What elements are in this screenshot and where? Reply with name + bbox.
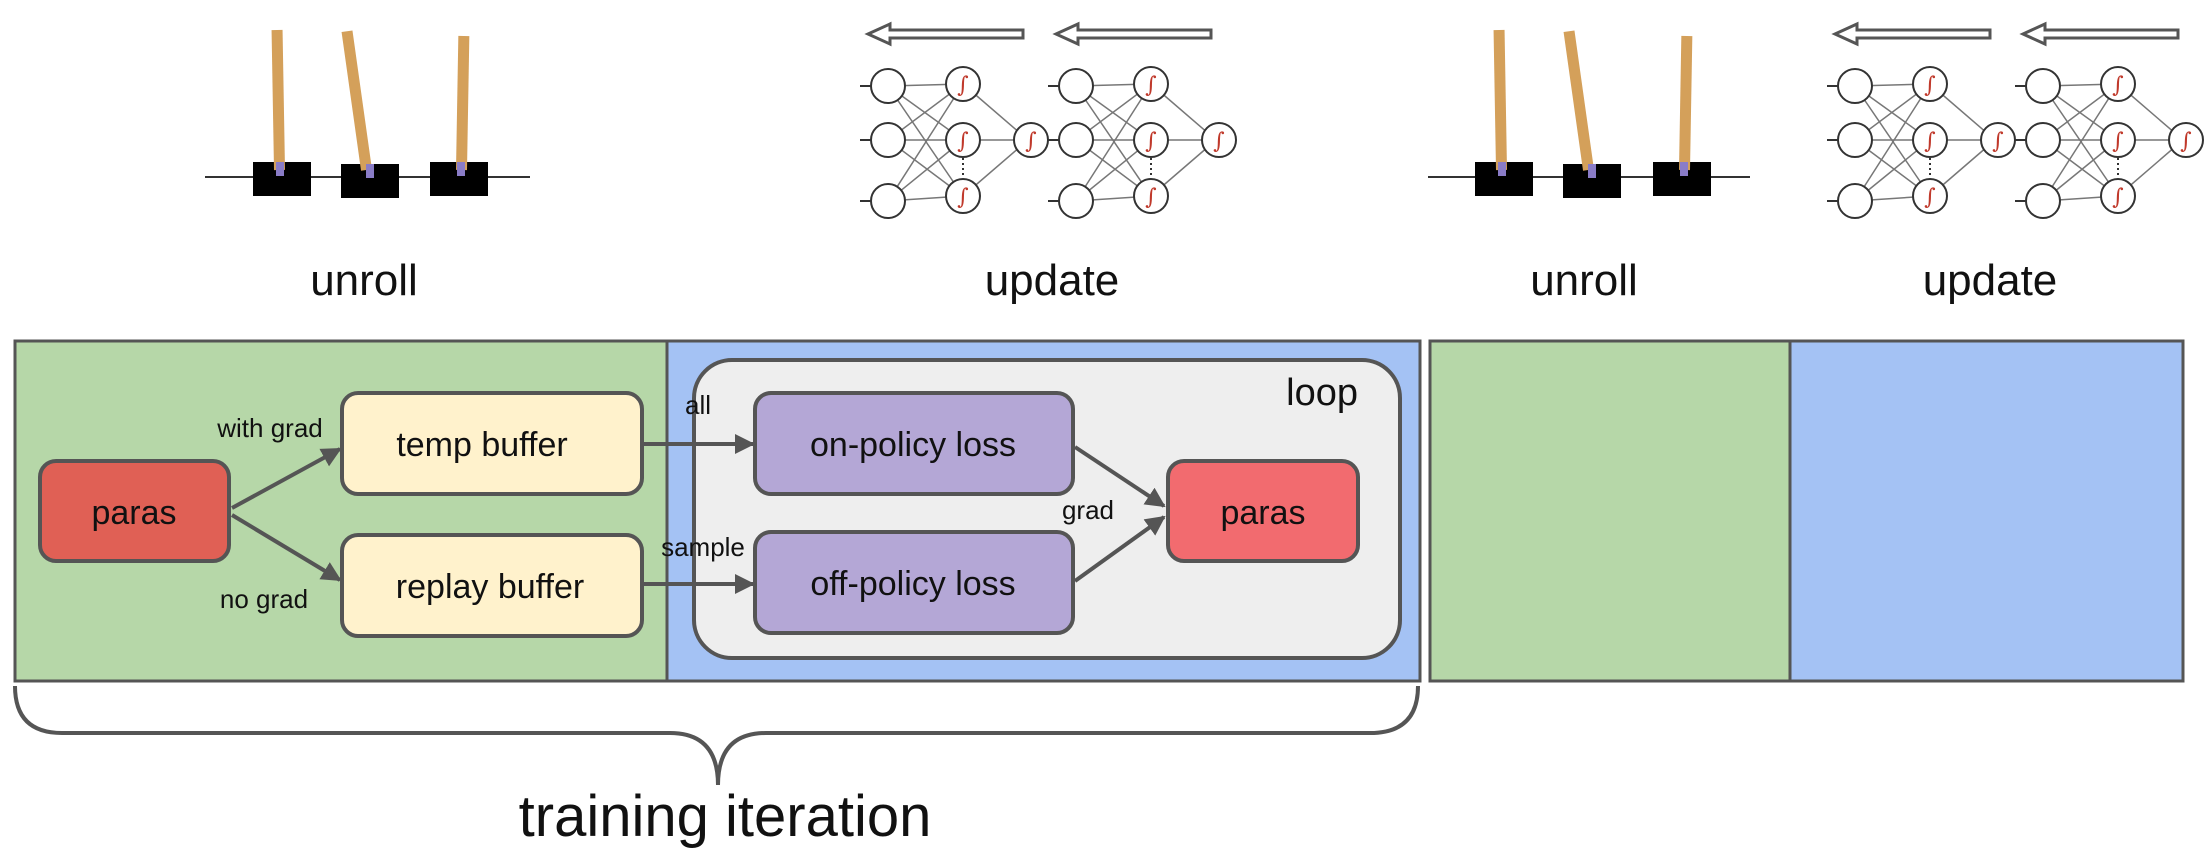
svg-text:∫: ∫ xyxy=(1924,73,1936,98)
svg-text:∫: ∫ xyxy=(1145,129,1157,154)
neural-network-icon-1: ∫ ∫ ∫ ∫ ∫ ∫ ∫ ∫ xyxy=(860,21,1237,219)
temp-buffer-node: temp buffer xyxy=(340,391,644,496)
svg-text:∫: ∫ xyxy=(1213,129,1225,154)
loop-label: loop xyxy=(1286,372,1358,414)
with-grad-label: with grad xyxy=(216,413,323,443)
edges xyxy=(230,434,1166,594)
unroll-label-1: unroll xyxy=(310,256,418,305)
sample-label: sample xyxy=(661,532,745,562)
replay-buffer-label: replay buffer xyxy=(396,568,584,606)
svg-text:∫: ∫ xyxy=(2112,185,2124,210)
cartpole-icon-1 xyxy=(205,29,530,198)
on-policy-loss-node: on-policy loss xyxy=(753,391,1075,496)
off-policy-loss-label: off-policy loss xyxy=(810,565,1015,603)
update-label-1: update xyxy=(985,256,1120,305)
no-grad-label: no grad xyxy=(220,584,308,614)
cartpole-icon-2 xyxy=(1428,29,1750,198)
svg-text:∫: ∫ xyxy=(2180,129,2192,154)
edge-onpolicy-paras xyxy=(1073,445,1166,508)
update-label-2: update xyxy=(1923,256,2058,305)
svg-text:∫: ∫ xyxy=(957,129,969,154)
training-iteration-brace xyxy=(13,685,1420,786)
svg-text:∫: ∫ xyxy=(2112,129,2124,154)
unroll-panel-2 xyxy=(1428,339,1792,683)
svg-text:∫: ∫ xyxy=(957,73,969,98)
svg-text:∫: ∫ xyxy=(1992,129,2004,154)
edge-paras-temp xyxy=(231,447,342,510)
on-policy-loss-label: on-policy loss xyxy=(810,426,1016,464)
neural-network-icon-2: ∫ ∫ ∫ ∫ ∫ ∫ ∫ ∫ xyxy=(1827,21,2204,219)
svg-text:∫: ∫ xyxy=(1924,129,1936,154)
svg-text:∫: ∫ xyxy=(2112,73,2124,98)
replay-buffer-node: replay buffer xyxy=(340,533,644,638)
all-label: all xyxy=(685,390,711,420)
svg-text:∫: ∫ xyxy=(1145,185,1157,210)
svg-text:∫: ∫ xyxy=(1025,129,1037,154)
unroll-label-2: unroll xyxy=(1530,256,1638,305)
paras-node-right: paras xyxy=(1166,459,1360,563)
edge-paras-replay xyxy=(230,513,342,582)
update-panel-2 xyxy=(1788,339,2185,683)
training-iteration-label: training iteration xyxy=(519,784,932,849)
paras-left-label: paras xyxy=(91,494,176,532)
paras-node-left: paras xyxy=(38,459,231,563)
grad-label: grad xyxy=(1062,495,1114,525)
edge-offpolicy-paras xyxy=(1073,515,1166,583)
svg-text:∫: ∫ xyxy=(1145,73,1157,98)
temp-buffer-label: temp buffer xyxy=(396,426,567,464)
svg-text:∫: ∫ xyxy=(957,185,969,210)
off-policy-loss-node: off-policy loss xyxy=(753,530,1075,635)
paras-right-label: paras xyxy=(1220,494,1305,532)
svg-text:∫: ∫ xyxy=(1924,185,1936,210)
